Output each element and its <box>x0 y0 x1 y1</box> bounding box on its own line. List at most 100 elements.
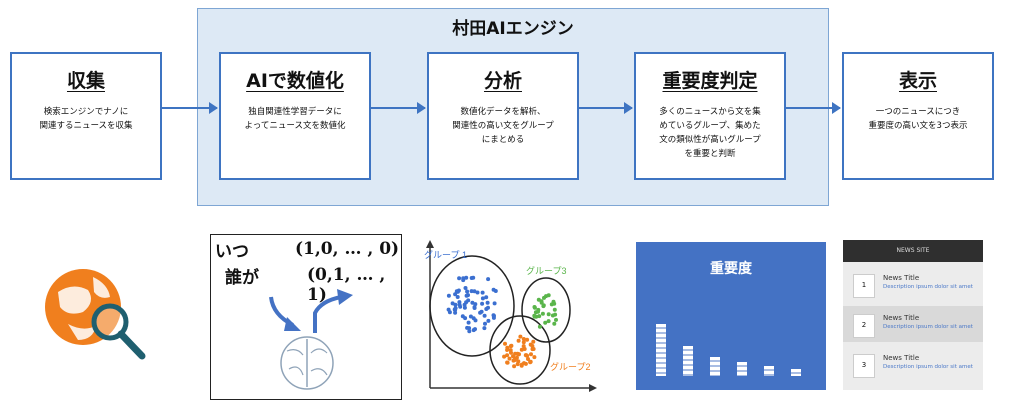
step-title: AIで数値化 <box>246 70 344 92</box>
cluster-point <box>544 294 548 299</box>
cluster-point <box>472 305 477 310</box>
news-site-mockup: NEWS SITE 1 News Title Description ipsum… <box>843 240 983 390</box>
cluster-point <box>536 309 540 314</box>
cluster-point <box>486 318 491 323</box>
cluster-point <box>531 339 536 344</box>
cluster-point <box>551 299 556 304</box>
cluster-point <box>461 276 466 281</box>
news-site-header: NEWS SITE <box>843 240 983 262</box>
cluster-point <box>484 307 489 311</box>
cluster-point <box>507 356 512 361</box>
group1-ellipse <box>429 255 515 357</box>
cluster-point <box>552 321 557 326</box>
news-item: 3 News Title Description ipsum dolor sit… <box>843 346 983 382</box>
cluster-point <box>541 303 546 308</box>
cluster-point <box>518 334 523 339</box>
cluster-point <box>529 352 533 357</box>
cluster-point <box>554 317 558 322</box>
cluster-point <box>537 314 542 319</box>
cluster-point <box>552 307 557 312</box>
cluster-point <box>480 296 485 301</box>
cluster-point <box>471 316 476 321</box>
step-desc: 多くのニュースから文を集めているグループ、集めた文の類似性が高いグループを重要と… <box>659 107 761 159</box>
flow-arrow <box>786 102 841 114</box>
cluster-point <box>455 295 460 299</box>
engine-title: 村田AIエンジン <box>452 19 574 39</box>
cluster-point <box>467 326 472 331</box>
cluster-point <box>491 287 496 292</box>
cluster-point <box>453 302 458 307</box>
step-collect: 収集 検索エンジンでナノに関連するニュースを収集 <box>10 52 162 180</box>
cluster-point <box>508 348 513 353</box>
when-label: いつ <box>215 242 249 262</box>
importance-bar <box>764 366 774 376</box>
globe-search-icon <box>45 269 146 360</box>
group2-label: グループ2 <box>550 361 590 372</box>
brain-icon <box>269 289 353 390</box>
step-desc: 独自関連性学習データによってニュース文を数値化 <box>244 107 346 131</box>
step-title: 分析 <box>483 70 522 92</box>
cluster-point <box>532 305 537 309</box>
step-display: 表示 一つのニュースにつき重要度の高い文を3つ表示 <box>842 52 994 180</box>
cluster-point <box>525 337 530 342</box>
cluster-point <box>453 306 458 311</box>
cluster-point <box>491 315 496 320</box>
cluster-point <box>475 290 480 295</box>
flow-arrow <box>371 102 426 114</box>
news-rank: 1 <box>853 274 875 298</box>
cluster-point <box>505 353 510 358</box>
cluster-point <box>550 313 555 318</box>
group3-ellipse <box>521 277 571 343</box>
news-rank: 3 <box>853 354 875 378</box>
cluster-point <box>532 355 537 360</box>
cluster-point <box>528 359 533 364</box>
cluster-point <box>523 361 528 366</box>
cluster-point <box>464 300 469 305</box>
cluster-point <box>532 313 537 318</box>
cluster-point <box>516 338 521 343</box>
cluster-points <box>446 275 558 369</box>
group2-ellipse <box>489 315 551 385</box>
cluster-point <box>462 305 467 310</box>
importance-title: 重要度 <box>710 261 752 277</box>
cluster-point <box>466 320 471 325</box>
step-desc: 数値化データを解析、関連性の高い文をグループにまとめる <box>452 107 554 145</box>
news-desc: Description ipsum dolor sit amet <box>883 284 973 290</box>
vector-1-label: (1,0, … , 0) <box>295 239 400 259</box>
news-desc: Description ipsum dolor sit amet <box>883 324 973 330</box>
cluster-point <box>465 289 470 294</box>
cluster-point <box>536 297 541 302</box>
cluster-point <box>513 351 518 356</box>
step-desc: 一つのニュースにつき重要度の高い文を3つ表示 <box>868 107 968 131</box>
cluster-point <box>515 362 520 367</box>
cluster-point <box>453 310 458 315</box>
group1-label: グループ 1 <box>424 249 467 260</box>
cluster-point <box>509 343 514 348</box>
cluster-point <box>492 301 497 306</box>
cluster-point <box>531 347 536 351</box>
cluster-point <box>512 364 517 369</box>
flow-arrow <box>579 102 633 114</box>
importance-bar <box>683 346 693 376</box>
news-title: News Title <box>883 274 920 282</box>
step-quantify: AIで数値化 独自関連性学習データによってニュース文を数値化 <box>219 52 371 180</box>
vectorization-panel: いつ 誰が (1,0, … , 0) (0,1, … , 1) <box>210 234 402 400</box>
group3-label: グループ3 <box>526 265 566 276</box>
cluster-point <box>463 316 468 321</box>
flow-arrow <box>162 102 218 114</box>
vector-2-label: (0,1, … , 1) <box>307 265 386 305</box>
cluster-point <box>470 300 475 305</box>
news-rank: 2 <box>853 314 875 338</box>
cluster-point <box>540 311 545 316</box>
cluster-point <box>546 312 551 317</box>
cluster-point <box>446 293 451 298</box>
cluster-point <box>519 362 524 367</box>
cluster-plot: グループ 1 グループ3 グループ2 <box>424 240 597 392</box>
cluster-point <box>480 290 485 295</box>
cluster-point <box>546 319 551 324</box>
cluster-point <box>482 326 487 331</box>
importance-bar <box>656 324 666 376</box>
cluster-point <box>505 348 510 352</box>
cluster-point <box>519 347 524 352</box>
cluster-point <box>464 275 469 280</box>
